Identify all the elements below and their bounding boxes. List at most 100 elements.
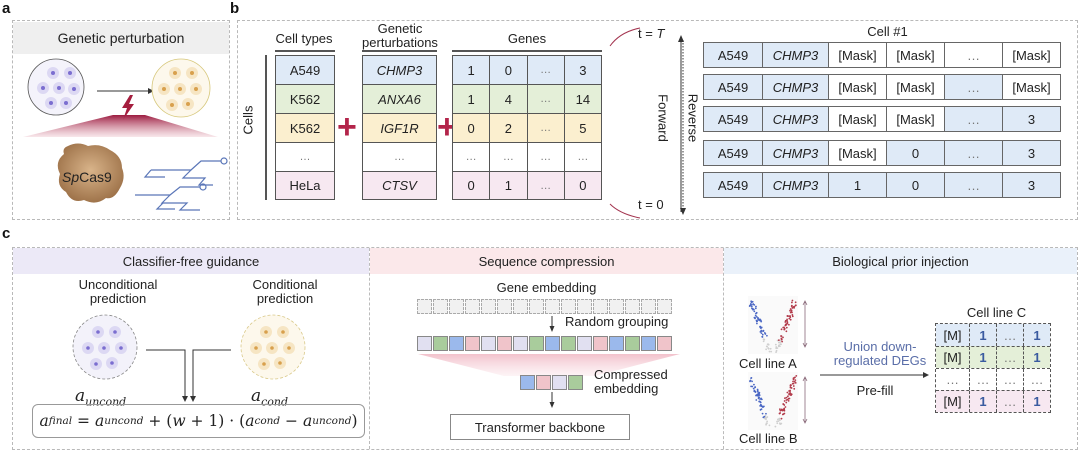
mask-token: [Mask] — [828, 107, 886, 131]
compressed-token — [520, 375, 535, 390]
conditional-cell-dish — [240, 314, 306, 380]
grouped-token — [593, 336, 608, 351]
volcano-point — [791, 299, 794, 302]
table-cell: K562 — [289, 120, 321, 136]
genes-underline — [452, 50, 602, 52]
mask-token: [Mask] — [828, 43, 886, 67]
table-cell: 1 — [1023, 347, 1050, 368]
table-cell: 3 — [1002, 107, 1060, 131]
unperturbed-cell-dish — [27, 58, 85, 116]
volcano-point — [784, 397, 786, 400]
volcano-point — [765, 418, 767, 421]
volcano-point — [760, 326, 763, 329]
gene-token — [481, 299, 496, 314]
volcano-point — [794, 381, 797, 384]
cell1-title: Cell #1 — [867, 24, 908, 39]
table-cell: 4 — [489, 85, 526, 113]
a-cond-label: acond — [251, 386, 289, 409]
mask-token: [M] — [943, 350, 962, 365]
volcano-point — [782, 336, 784, 339]
volcano-point — [779, 409, 782, 412]
gene-token — [641, 299, 656, 314]
cell-line-b-label: Cell line B — [739, 431, 798, 446]
table-cell: 3 — [1002, 141, 1060, 165]
table-cell: 3 — [1002, 173, 1060, 197]
volcano-point — [794, 301, 797, 304]
volcano-point — [755, 399, 758, 401]
table-cell: 2 — [489, 114, 526, 142]
table-row: ANXA6 — [363, 84, 436, 113]
cond-prediction-label: Conditional prediction — [252, 277, 318, 306]
volcano-point — [761, 412, 764, 415]
gene-token — [657, 299, 672, 314]
volcano-point — [790, 301, 793, 304]
bio-header: Biological prior injection — [724, 248, 1077, 274]
gene-token — [417, 299, 432, 314]
grouped-token — [497, 336, 512, 351]
table-row: … — [276, 142, 334, 171]
grouped-token — [625, 336, 640, 351]
table-cell: A549 — [704, 43, 762, 67]
table-cell: … — [996, 324, 1023, 346]
volcano-point — [768, 350, 771, 353]
volcano-point — [766, 420, 769, 423]
double-arrow-icon — [802, 300, 808, 348]
volcano-point — [794, 379, 797, 381]
table-cell: 1 — [467, 91, 475, 107]
volcano-point — [770, 350, 773, 353]
gene-token — [529, 299, 544, 314]
volcano-point — [776, 420, 778, 423]
volcano-point — [786, 318, 788, 321]
volcano-point — [759, 404, 761, 407]
gene-token — [609, 299, 624, 314]
volcano-point — [751, 300, 754, 303]
volcano-point — [782, 408, 785, 411]
volcano-point — [776, 418, 779, 421]
table-cell: 1 — [969, 347, 996, 368]
volcano-point — [788, 317, 791, 320]
volcano-point — [755, 319, 758, 322]
volcano-point — [774, 425, 777, 428]
gene-token — [433, 299, 448, 314]
volcano-point — [789, 315, 792, 317]
volcano-point — [793, 306, 796, 309]
table-row: ………… — [453, 142, 601, 171]
volcano-point — [781, 340, 784, 343]
volcano-plot-cell-line-b — [748, 372, 808, 430]
volcano-point — [760, 398, 763, 401]
volcano-point — [762, 340, 765, 343]
gene-token — [577, 299, 592, 314]
grouped-token — [433, 336, 448, 351]
volcano-point — [755, 315, 758, 318]
table-cell: … — [996, 369, 1023, 390]
double-arrow-icon — [802, 376, 808, 424]
volcano-point — [775, 349, 778, 352]
volcano-plots — [748, 296, 808, 430]
volcano-point — [750, 376, 753, 379]
volcano-point — [765, 422, 768, 425]
volcano-point — [785, 323, 788, 326]
seq-header: Sequence compression — [370, 248, 723, 274]
seq-title: Sequence compression — [478, 253, 615, 269]
seq-illustration — [418, 316, 680, 408]
volcano-point — [789, 318, 792, 321]
grouped-token — [545, 336, 560, 351]
table-cell: A549 — [704, 75, 762, 99]
table-cell: A549 — [289, 62, 321, 78]
volcano-point — [789, 309, 791, 312]
volcano-point — [753, 310, 756, 313]
table-cell: CHMP3 — [762, 107, 828, 131]
time-bottom-label: t = 0 — [638, 197, 664, 212]
perturbation-arrow — [97, 88, 154, 94]
merge-arrowhead-right — [190, 396, 196, 402]
mask-token: [Mask] — [886, 75, 944, 99]
table-cell: … — [1023, 369, 1050, 390]
grouped-token — [657, 336, 672, 351]
volcano-point — [749, 304, 752, 307]
a-uncond-label: auncond — [75, 386, 127, 409]
